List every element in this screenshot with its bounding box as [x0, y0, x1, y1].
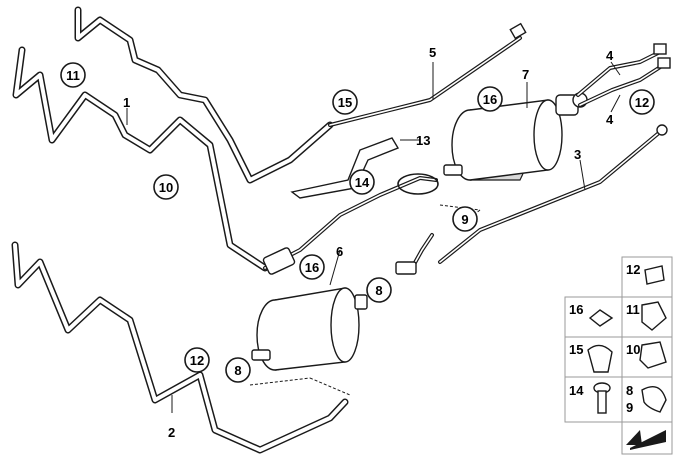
label-4b: 4 — [606, 112, 614, 127]
direction-arrow-icon — [626, 430, 666, 450]
svg-text:16: 16 — [483, 92, 497, 107]
svg-text:10: 10 — [159, 180, 173, 195]
clip-11-icon — [641, 301, 667, 331]
fuel-lines-4 — [576, 43, 671, 107]
legend-label-8: 8 — [626, 383, 633, 398]
callout-12-right: 12 — [629, 89, 655, 115]
callout-15: 15 — [332, 89, 358, 115]
svg-text:15: 15 — [338, 95, 352, 110]
legend-label-10: 10 — [626, 342, 640, 357]
fuel-line-5 — [328, 22, 527, 127]
legend-label-9: 9 — [626, 400, 633, 415]
legend-label-14: 14 — [569, 383, 584, 398]
fuel-pump-6 — [251, 287, 368, 371]
fuel-line-2 — [11, 241, 349, 454]
callout-16-bottom: 16 — [299, 254, 325, 280]
clip-15-icon — [587, 344, 613, 373]
label-6: 6 — [336, 244, 343, 259]
line-coupling — [262, 247, 296, 275]
fuel-line-to-pump — [262, 173, 439, 275]
bracket-13 — [290, 137, 400, 199]
callout-8-left: 8 — [225, 357, 251, 383]
fuel-line-1 — [12, 46, 269, 272]
callout-8-mid: 8 — [366, 277, 392, 303]
legend-cell-14 — [564, 376, 623, 423]
callout-14: 14 — [349, 169, 375, 195]
svg-text:9: 9 — [461, 212, 468, 227]
legend-label-12: 12 — [626, 262, 640, 277]
washer-16-icon — [588, 309, 614, 327]
connector-5-end — [509, 22, 527, 40]
label-1: 1 — [123, 95, 130, 110]
y-connector — [395, 233, 434, 275]
label-2: 2 — [168, 425, 175, 440]
callout-11: 11 — [60, 62, 86, 88]
connector-8 — [395, 261, 417, 275]
fuel-pump-7 — [443, 92, 588, 181]
callout-10: 10 — [153, 174, 179, 200]
legend-label-16: 16 — [569, 302, 583, 317]
label-4a: 4 — [606, 48, 614, 63]
parts-legend: 12 16 11 15 10 14 8 9 — [564, 256, 673, 455]
svg-text:12: 12 — [190, 353, 204, 368]
svg-text:12: 12 — [635, 95, 649, 110]
label-3: 3 — [574, 147, 581, 162]
pump-6-inlet — [251, 349, 271, 361]
hose-clamp-icon — [641, 386, 667, 413]
hose-loop — [397, 173, 439, 195]
connector-4a — [653, 43, 667, 55]
clip-10-icon — [639, 341, 667, 369]
bolt-14-icon — [593, 382, 611, 414]
svg-text:11: 11 — [66, 68, 80, 83]
callout-16-top: 16 — [477, 86, 503, 112]
connector-4b — [657, 57, 671, 69]
legend-label-15: 15 — [569, 342, 583, 357]
callout-9: 9 — [452, 206, 478, 232]
pump-6-outlet — [354, 294, 368, 310]
callout-12-left: 12 — [184, 347, 210, 373]
label-13: 13 — [416, 133, 430, 148]
fuel-line-10 — [74, 6, 334, 184]
label-7: 7 — [522, 67, 529, 82]
svg-text:8: 8 — [234, 363, 241, 378]
label-5: 5 — [429, 45, 436, 60]
svg-text:8: 8 — [375, 283, 382, 298]
pump-7-inlet — [443, 164, 463, 176]
legend-label-11: 11 — [626, 302, 640, 317]
fuel-line-3 — [438, 124, 668, 264]
svg-text:14: 14 — [355, 175, 370, 190]
svg-text:16: 16 — [305, 260, 319, 275]
clip-12-icon — [644, 265, 665, 285]
